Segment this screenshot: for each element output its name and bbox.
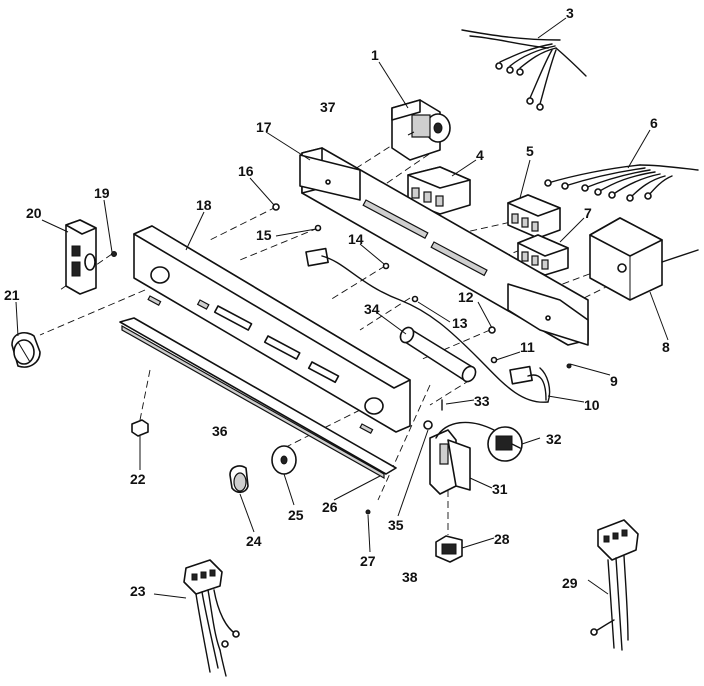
callout-22: 22 (130, 471, 146, 487)
part-3-wire-harness (461, 29, 587, 111)
screw-15 (314, 224, 322, 232)
part-17-bracket (299, 147, 589, 346)
callout-37: 37 (320, 99, 336, 115)
callout-21: 21 (4, 287, 20, 303)
part-24-knob (229, 465, 249, 494)
callout-19: 19 (94, 185, 110, 201)
callout-35: 35 (388, 517, 404, 533)
part-20-bracket (65, 219, 97, 295)
screw-19 (111, 251, 117, 257)
callout-14: 14 (348, 231, 364, 247)
part-26-trim-strip (119, 317, 397, 480)
callout-8: 8 (662, 339, 670, 355)
callout-9: 9 (610, 373, 618, 389)
screw-9 (566, 363, 572, 369)
callout-29: 29 (562, 575, 578, 591)
screw-16 (272, 203, 280, 211)
part-7-switch (517, 234, 569, 276)
screw-14 (382, 262, 390, 270)
callout-36: 36 (212, 423, 228, 439)
part-21-knob (11, 331, 41, 368)
callout-3: 3 (566, 5, 574, 21)
callout-31: 31 (492, 481, 508, 497)
screw-13 (411, 295, 419, 303)
callout-33: 33 (474, 393, 490, 409)
callout-16: 16 (238, 163, 254, 179)
callout-26: 26 (322, 499, 338, 515)
callout-12: 12 (458, 289, 474, 305)
callout-20: 20 (26, 205, 42, 221)
callout-13: 13 (452, 315, 468, 331)
callout-10: 10 (584, 397, 600, 413)
callout-34: 34 (364, 301, 380, 317)
part-29-wire-harness (590, 519, 639, 651)
part-28-switch (435, 535, 463, 563)
callout-24: 24 (246, 533, 262, 549)
callout-11: 11 (520, 339, 535, 355)
callout-38: 38 (402, 569, 418, 585)
callout-6: 6 (650, 115, 658, 131)
part-10-wire (305, 247, 551, 403)
part-31-bracket (429, 421, 495, 495)
part-18-console-panel (133, 225, 411, 434)
callout-25: 25 (288, 507, 304, 523)
callout-7: 7 (584, 205, 592, 221)
screw-11 (490, 356, 498, 364)
part-5-switch (507, 194, 561, 239)
screw-27 (365, 509, 371, 515)
part-32-connector (487, 426, 523, 462)
callout-labels: 1 3 4 5 6 7 8 9 10 11 12 13 14 15 16 17 … (4, 5, 670, 599)
part-1-timer (391, 99, 451, 161)
callout-1: 1 (371, 47, 379, 63)
callout-4: 4 (476, 147, 484, 163)
part-6-wire-harness (544, 164, 699, 202)
part-8-module-box (589, 217, 699, 301)
small-screws (111, 203, 572, 515)
part-25-disc (271, 445, 297, 475)
callout-17: 17 (256, 119, 272, 135)
part-23-wire-harness (183, 559, 240, 677)
callout-27: 27 (360, 553, 376, 569)
part-34-tube (399, 326, 477, 383)
callout-5: 5 (526, 143, 534, 159)
leader-lines (15, 17, 669, 599)
callout-23: 23 (130, 583, 146, 599)
callout-15: 15 (256, 227, 272, 243)
callout-32: 32 (546, 431, 562, 447)
part-22-button (131, 419, 149, 437)
clip-35 (423, 420, 433, 430)
callout-18: 18 (196, 197, 212, 213)
callout-28: 28 (494, 531, 510, 547)
